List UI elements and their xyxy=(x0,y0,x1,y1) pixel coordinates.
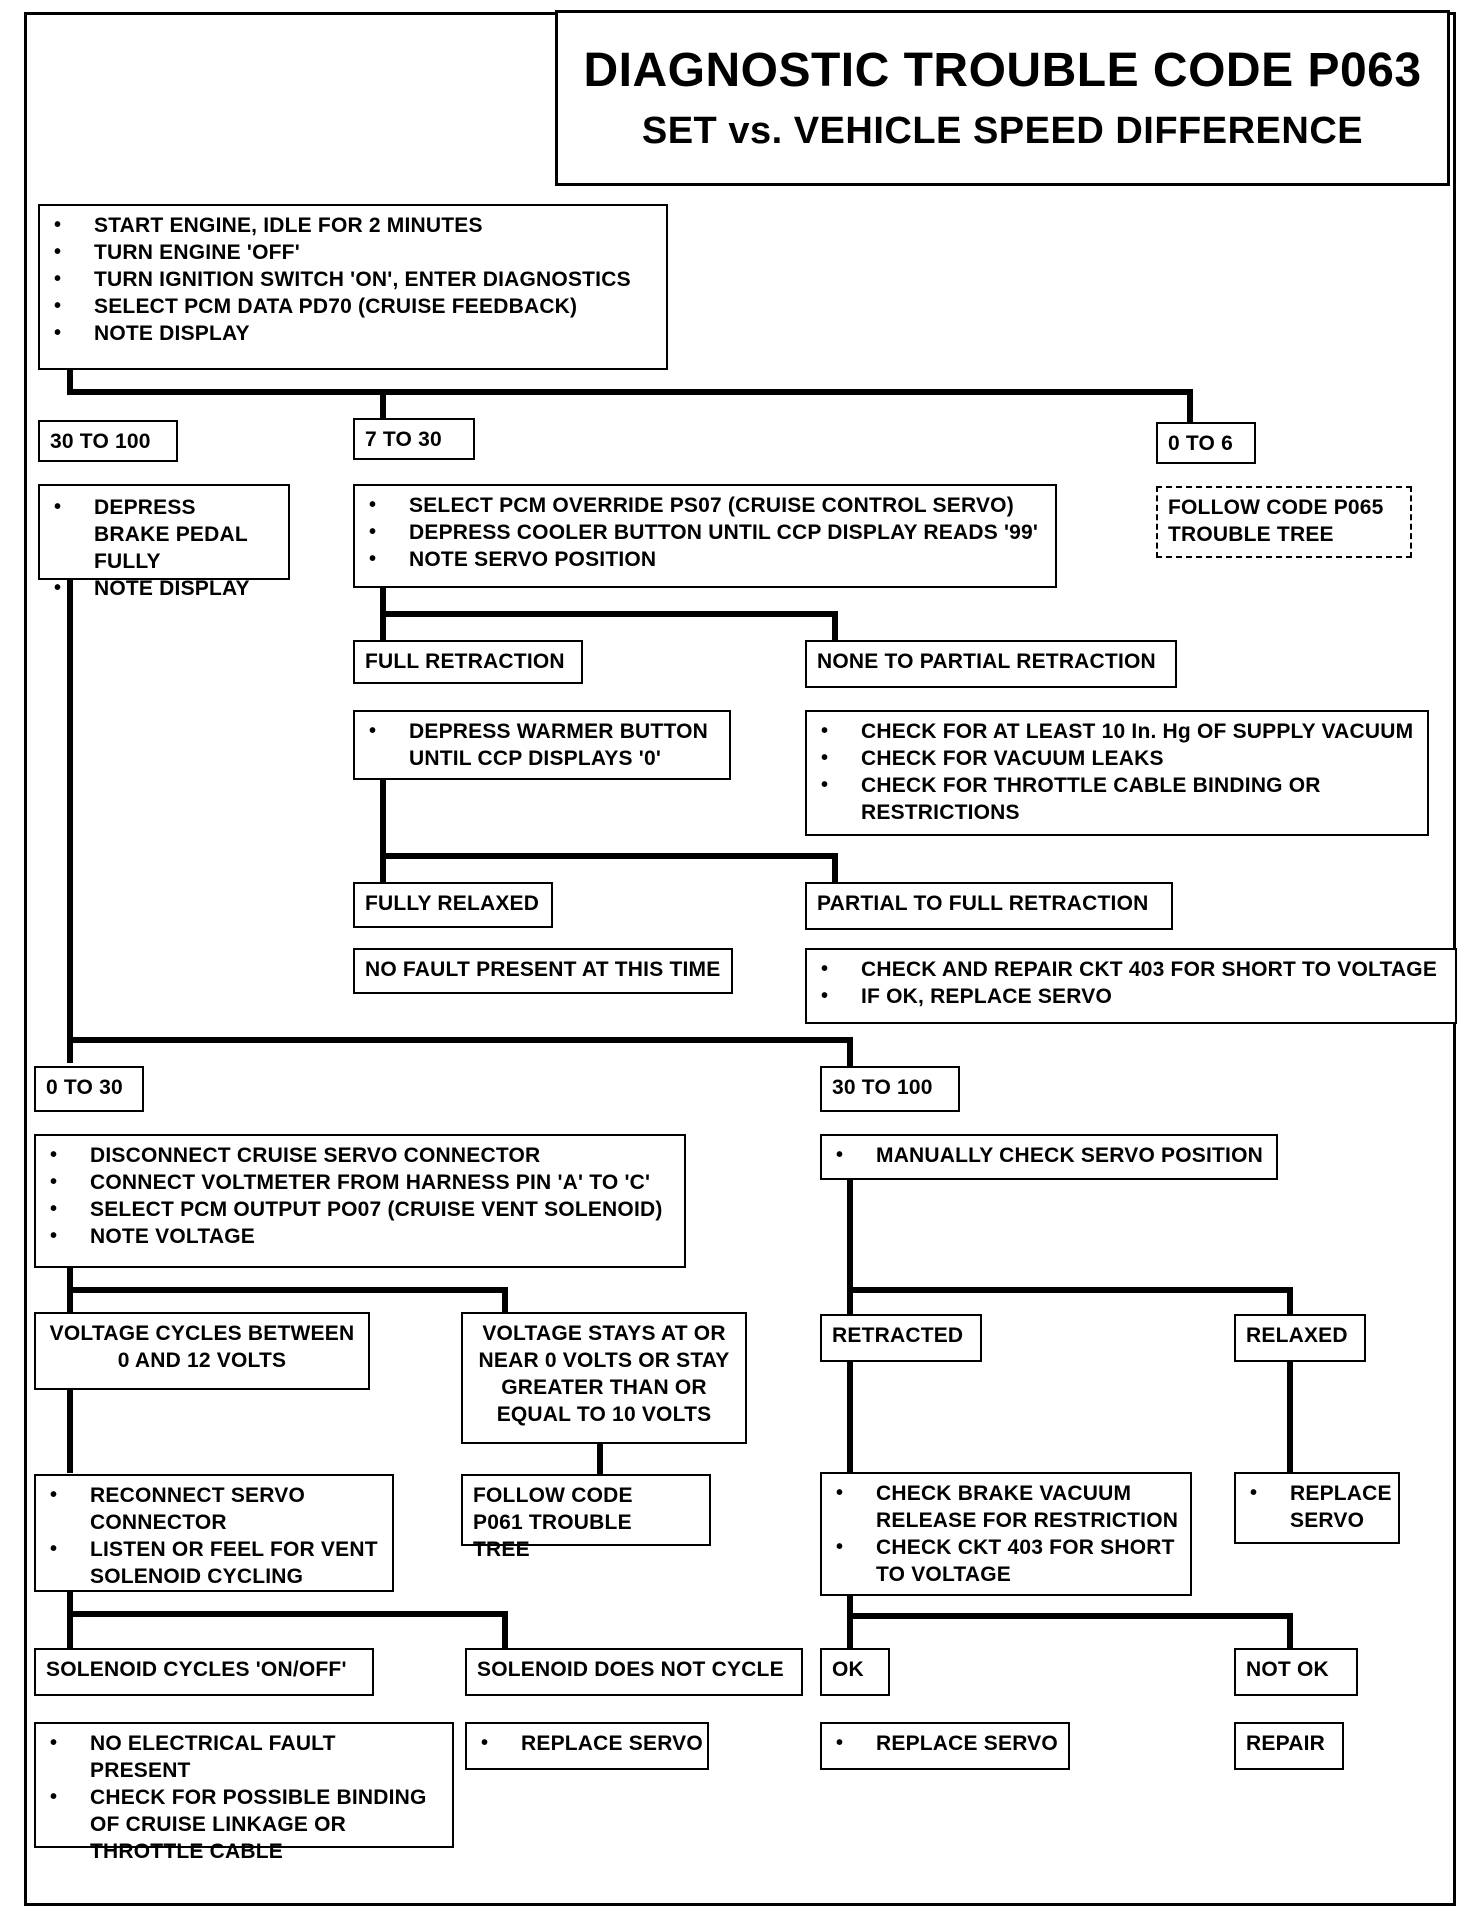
not-ok-box: NOT OK xyxy=(1234,1648,1358,1696)
step-item: SELECT PCM OVERRIDE PS07 (CRUISE CONTROL… xyxy=(365,492,1045,519)
branch-7-to-30: 7 TO 30 xyxy=(353,418,475,460)
step-item: CHECK FOR POSSIBLE BINDING OF CRUISE LIN… xyxy=(46,1784,442,1865)
solenoid-cycles-box: SOLENOID CYCLES 'ON/OFF' xyxy=(34,1648,374,1696)
manual-check-box: MANUALLY CHECK SERVO POSITION xyxy=(820,1134,1278,1180)
voltage-cycles-box: VOLTAGE CYCLES BETWEEN 0 AND 12 VOLTS xyxy=(34,1312,370,1390)
solenoid-not-cycle-box: SOLENOID DOES NOT CYCLE xyxy=(465,1648,803,1696)
step-item: DEPRESS WARMER BUTTON UNTIL CCP DISPLAYS… xyxy=(365,718,719,772)
step-item: DISCONNECT CRUISE SERVO CONNECTOR xyxy=(46,1142,674,1169)
follow-p061-box: FOLLOW CODE P061 TROUBLE TREE xyxy=(461,1474,711,1561)
replace-servo-ok-box: REPLACE SERVO xyxy=(820,1722,1070,1770)
step-item: SELECT PCM DATA PD70 (CRUISE FEEDBACK) xyxy=(50,293,656,320)
partial-full-retraction-box: PARTIAL TO FULL RETRACTION xyxy=(805,882,1173,930)
none-partial-retraction-box: NONE TO PARTIAL RETRACTION xyxy=(805,640,1177,688)
ok-box: OK xyxy=(820,1648,890,1696)
step-item: CHECK AND REPAIR CKT 403 FOR SHORT TO VO… xyxy=(817,956,1445,983)
relaxed-box: RELAXED xyxy=(1234,1314,1366,1362)
page-title: DIAGNOSTIC TROUBLE CODE P063 xyxy=(583,44,1422,97)
step-item: CONNECT VOLTMETER FROM HARNESS PIN 'A' T… xyxy=(46,1169,674,1196)
replace-servo-solenoid-box: REPLACE SERVO xyxy=(465,1722,709,1770)
branch-0-to-6: 0 TO 6 xyxy=(1156,422,1256,464)
follow-p065-box: FOLLOW CODE P065 TROUBLE TREE xyxy=(1156,486,1412,558)
step-item: NO ELECTRICAL FAULT PRESENT xyxy=(46,1730,442,1784)
retracted-box: RETRACTED xyxy=(820,1314,982,1362)
step-item: NOTE DISPLAY xyxy=(50,320,656,347)
brake-vacuum-box: CHECK BRAKE VACUUM RELEASE FOR RESTRICTI… xyxy=(820,1472,1192,1596)
step-item: NOTE SERVO POSITION xyxy=(365,546,1045,573)
start-steps-box: START ENGINE, IDLE FOR 2 MINUTES TURN EN… xyxy=(38,204,668,370)
step-item: NOTE VOLTAGE xyxy=(46,1223,674,1250)
step-item: CHECK FOR VACUUM LEAKS xyxy=(817,745,1417,772)
step-item: CHECK BRAKE VACUUM RELEASE FOR RESTRICTI… xyxy=(832,1480,1180,1534)
step-item: CHECK FOR AT LEAST 10 In. Hg OF SUPPLY V… xyxy=(817,718,1417,745)
reconnect-servo-box: RECONNECT SERVO CONNECTOR LISTEN OR FEEL… xyxy=(34,1474,394,1592)
replace-servo-relaxed-box: REPLACE SERVO xyxy=(1234,1472,1400,1544)
repair-box: REPAIR xyxy=(1234,1722,1344,1770)
step-item: RECONNECT SERVO CONNECTOR xyxy=(46,1482,382,1536)
voltage-stays-box: VOLTAGE STAYS AT OR NEAR 0 VOLTS OR STAY… xyxy=(461,1312,747,1444)
step-item: DEPRESS BRAKE PEDAL FULLY xyxy=(50,494,269,575)
step-item: TURN ENGINE 'OFF' xyxy=(50,239,656,266)
step-item: DEPRESS COOLER BUTTON UNTIL CCP DISPLAY … xyxy=(365,519,1045,546)
step-item: START ENGINE, IDLE FOR 2 MINUTES xyxy=(50,212,656,239)
step-item: REPLACE SERVO xyxy=(832,1730,1058,1757)
branch-30-to-100: 30 TO 100 xyxy=(38,420,178,462)
voltage-cycles-label: VOLTAGE CYCLES BETWEEN 0 AND 12 VOLTS xyxy=(49,1322,355,1372)
page-subtitle: SET vs. VEHICLE SPEED DIFFERENCE xyxy=(641,110,1364,152)
step-item: MANUALLY CHECK SERVO POSITION xyxy=(832,1142,1266,1169)
warmer-button-box: DEPRESS WARMER BUTTON UNTIL CCP DISPLAYS… xyxy=(353,710,731,780)
step-item: REPLACE SERVO xyxy=(1246,1480,1392,1534)
no-fault-box: NO FAULT PRESENT AT THIS TIME xyxy=(353,948,733,994)
vacuum-checks-box: CHECK FOR AT LEAST 10 In. Hg OF SUPPLY V… xyxy=(805,710,1429,836)
branch-0-to-30: 0 TO 30 xyxy=(34,1066,144,1112)
ckt403-short-box: CHECK AND REPAIR CKT 403 FOR SHORT TO VO… xyxy=(805,948,1457,1024)
brake-pedal-box: DEPRESS BRAKE PEDAL FULLY NOTE DISPLAY xyxy=(38,484,290,602)
step-item: LISTEN OR FEEL FOR VENT SOLENOID CYCLING xyxy=(46,1536,382,1590)
step-item: CHECK FOR THROTTLE CABLE BINDING OR REST… xyxy=(817,772,1381,826)
follow-p065-label: FOLLOW CODE P065 TROUBLE TREE xyxy=(1168,496,1384,546)
pcm-override-box: SELECT PCM OVERRIDE PS07 (CRUISE CONTROL… xyxy=(353,484,1057,588)
step-item: CHECK CKT 403 FOR SHORT TO VOLTAGE xyxy=(832,1534,1180,1588)
step-item: REPLACE SERVO xyxy=(477,1730,703,1757)
full-retraction-box: FULL RETRACTION xyxy=(353,640,583,684)
step-item: TURN IGNITION SWITCH 'ON', ENTER DIAGNOS… xyxy=(50,266,656,293)
step-item: SELECT PCM OUTPUT PO07 (CRUISE VENT SOLE… xyxy=(46,1196,674,1223)
disconnect-servo-box: DISCONNECT CRUISE SERVO CONNECTOR CONNEC… xyxy=(34,1134,686,1268)
branch-30-to-100-lower: 30 TO 100 xyxy=(820,1066,960,1112)
step-item: NOTE DISPLAY xyxy=(50,575,278,602)
voltage-stays-label: VOLTAGE STAYS AT OR NEAR 0 VOLTS OR STAY… xyxy=(478,1322,730,1426)
fully-relaxed-box: FULLY RELAXED xyxy=(353,882,553,928)
follow-p061-label: FOLLOW CODE P061 TROUBLE TREE xyxy=(473,1484,633,1561)
no-electrical-fault-box: NO ELECTRICAL FAULT PRESENT CHECK FOR PO… xyxy=(34,1722,454,1863)
step-item: IF OK, REPLACE SERVO xyxy=(817,983,1445,1010)
title-box: DIAGNOSTIC TROUBLE CODE P063 SET vs. VEH… xyxy=(555,10,1450,186)
